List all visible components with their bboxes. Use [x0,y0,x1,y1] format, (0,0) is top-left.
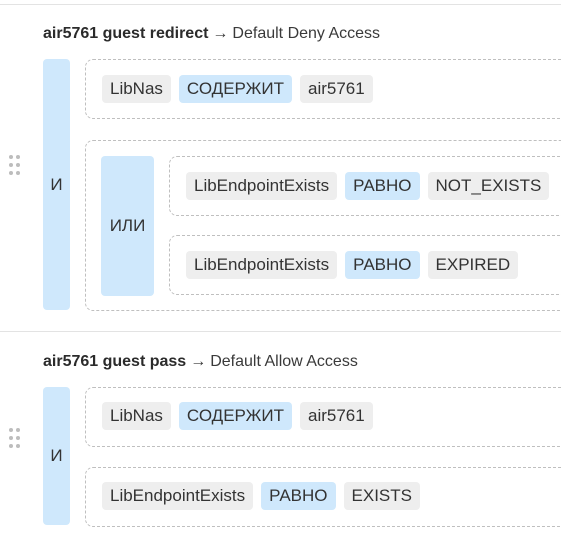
condition-row: LibNas СОДЕРЖИТ air5761 [86,75,561,103]
condition-field[interactable]: LibEndpointExists [186,172,338,200]
condition-box[interactable]: LibEndpointExists РАВНО NOT_EXISTS [169,156,561,216]
condition-value[interactable]: air5761 [299,75,373,103]
condition-box[interactable]: LibNas СОДЕРЖИТ air5761 [85,59,561,119]
condition-field[interactable]: LibEndpointExists [186,251,338,279]
condition-value[interactable]: air5761 [299,402,373,430]
condition-box[interactable]: LibNas СОДЕРЖИТ air5761 [85,387,561,447]
rule-name: air5761 guest redirect [43,25,209,42]
condition-row: LibEndpointExists РАВНО EXISTS [86,482,561,510]
drag-handle-icon[interactable] [9,428,21,448]
logic-operator-and[interactable]: И [43,387,70,525]
condition-operator[interactable]: СОДЕРЖИТ [178,75,292,103]
condition-box[interactable]: LibEndpointExists РАВНО EXPIRED [169,235,561,295]
rule-name: air5761 guest pass [43,353,187,370]
condition-value[interactable]: NOT_EXISTS [427,172,550,200]
arrow-right-icon: → [212,25,229,42]
condition-row: LibNas СОДЕРЖИТ air5761 [86,402,561,430]
rule-action: Default Deny Access [232,25,381,42]
divider-rules [0,331,561,332]
rule-title: air5761 guest redirect→Default Deny Acce… [43,25,380,43]
rule-title: air5761 guest pass→Default Allow Access [43,353,358,371]
condition-operator[interactable]: РАВНО [345,251,420,279]
logic-operator-or[interactable]: ИЛИ [101,156,154,296]
condition-field[interactable]: LibNas [102,75,171,103]
condition-group-box[interactable]: ИЛИ LibEndpointExists РАВНО NOT_EXISTS L… [85,140,561,311]
condition-value[interactable]: EXISTS [343,482,420,510]
condition-operator[interactable]: СОДЕРЖИТ [178,402,292,430]
drag-handle-icon[interactable] [9,155,21,175]
condition-box[interactable]: LibEndpointExists РАВНО EXISTS [85,467,561,527]
condition-value[interactable]: EXPIRED [427,251,519,279]
condition-field[interactable]: LibEndpointExists [102,482,254,510]
rule-action: Default Allow Access [210,353,358,370]
condition-operator[interactable]: РАВНО [261,482,336,510]
condition-row: LibEndpointExists РАВНО EXPIRED [170,251,561,279]
condition-operator[interactable]: РАВНО [345,172,420,200]
logic-operator-and[interactable]: И [43,59,70,310]
divider-top [0,4,561,5]
arrow-right-icon: → [190,353,207,370]
condition-field[interactable]: LibNas [102,402,171,430]
condition-row: LibEndpointExists РАВНО NOT_EXISTS [170,172,561,200]
